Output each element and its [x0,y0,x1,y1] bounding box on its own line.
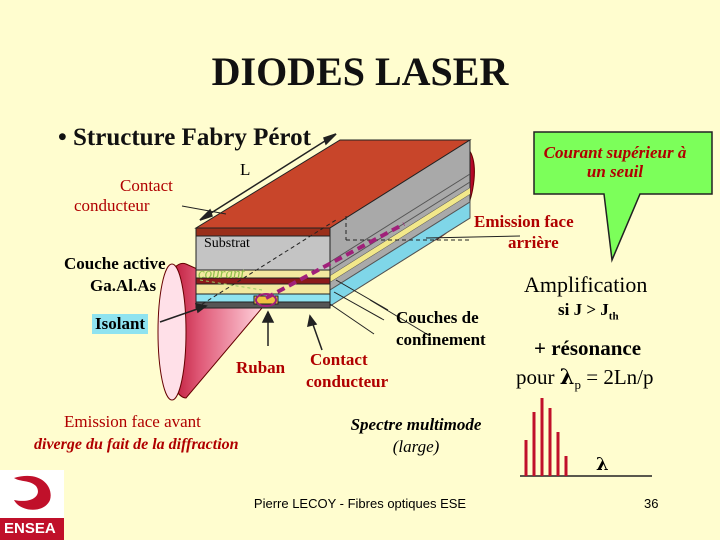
spectrum-axis-lambda: λ [596,454,609,475]
emission-arriere-label-2: arrière [508,233,559,252]
couches-confinement-label-1: Couches de [396,308,479,327]
contact-bottom-label-2: conducteur [306,372,389,391]
callout-text: Courant supérieur à un seuil [530,143,700,181]
courant-arrow [199,279,263,291]
couches-confinement-label-2: confinement [396,330,486,349]
contact-top-label-2: conducteur [74,196,150,215]
page-title: DIODES LASER [211,49,509,94]
courant-label: courant [198,266,245,282]
hidden-edges [195,216,470,309]
condition-sub: th [608,310,619,323]
diffraction-label: diverge du fait de la diffraction [34,436,239,453]
emission-arriere-label-1: Emission face [474,212,574,231]
spectre-line-1: Spectre multimode [350,415,482,434]
top-contact-edge [195,227,331,237]
front-beam-face [157,263,187,401]
substrate [195,235,331,271]
leader-lines [181,205,521,337]
couche-active-label-1: Couche active [64,254,166,273]
footer-author: Pierre LECOY - Fibres optiques ESE [253,496,467,511]
formula-pour: pour [516,365,560,389]
callout-line-2: un seuil [586,162,644,181]
formula-rest: = 2Ln/p [580,365,654,389]
confinement-bottom [195,283,331,295]
lambda-sub: p [574,377,581,393]
resonance-formula: pour λp = 2Ln/p [516,364,654,393]
length-label: L [240,160,251,179]
logo-text: ENSEA [4,520,56,537]
cavity-path [265,222,405,300]
callout-line-1: Courant supérieur à [543,143,687,162]
ensea-logo [0,470,64,540]
callout-bubble [533,131,713,263]
side-active-stripe [330,188,470,282]
emission-avant-label: Emission face avant [64,412,201,431]
contact-bottom-label-1: Contact [310,350,368,369]
lambda-symbol: λ [559,364,575,389]
resonance-text: + résonance [534,336,642,360]
spectrum-graph [520,398,652,477]
page-number: 36 [644,496,659,511]
substrat-label: Substrat [204,236,250,251]
isolant-label: Isolant [92,314,149,334]
active-spot [255,293,277,307]
label-arrows [159,303,323,351]
spectre-line-2: (large) [392,437,440,456]
amplification-title: Amplification [524,272,648,297]
ruban-label: Ruban [236,358,286,377]
length-arrow [199,133,337,221]
spectre-label: Spectre multimode (large) [330,414,502,458]
contact-top-label-1: Contact [120,176,173,195]
couche-active-label-2: Ga.Al.As [90,276,157,295]
amplification-condition: si J > Jth [558,300,619,322]
subtitle: • Structure Fabry Pérot [58,124,311,151]
condition-text: si J > J [558,300,609,319]
